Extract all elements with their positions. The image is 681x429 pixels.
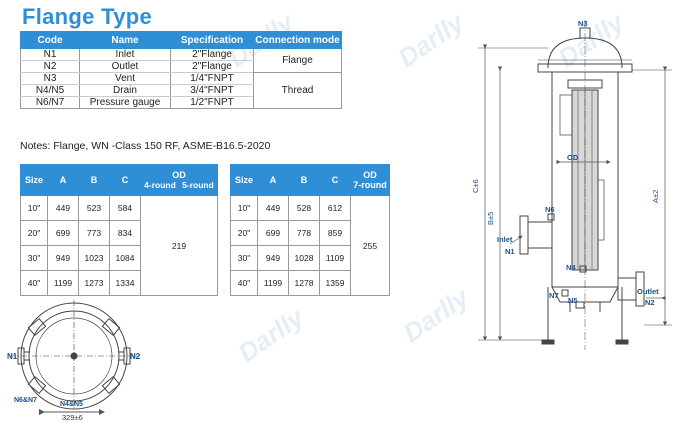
eyebolt (559, 94, 573, 136)
side-label-n7: N7 (549, 291, 559, 300)
inlet-flange (527, 221, 553, 249)
table-row: N1 Inlet 2"Flange Flange (20, 48, 342, 73)
od-label: OD (363, 170, 377, 180)
size-table-header: Size A B C OD 7-round (230, 164, 390, 196)
cell-size: 40" (20, 270, 48, 296)
table-row: N3 Vent 1/4"FNPT Thread (20, 72, 342, 109)
side-view-drawing (478, 20, 672, 350)
od-sub-4round: 4-round (144, 180, 176, 190)
cell-b: 1278 (288, 270, 320, 296)
table-row: N2 Outlet 2"Flange (20, 60, 342, 73)
port-n5 (575, 301, 585, 309)
od-label: OD (172, 170, 186, 180)
cell-size: 10" (20, 195, 48, 221)
table-row: 10" 449 523 584 219 (20, 195, 218, 296)
side-label-a: A±2 (651, 190, 660, 203)
lug (27, 317, 47, 337)
header-b: B (288, 164, 320, 196)
od-sublabels: 4-round 5-round (141, 180, 217, 190)
table-row: 40" 1199 1278 1359 (230, 270, 390, 296)
connection-table-header: Code Name Specification Connection mode (20, 31, 342, 49)
cell-size: 20" (230, 220, 258, 246)
port-n4 (579, 265, 587, 273)
side-label-n4: N4 (566, 263, 576, 272)
table-row: 10" 449 528 612 255 (230, 195, 390, 296)
cell-c: 834 (109, 220, 141, 246)
top-view-drawing (10, 300, 140, 415)
od-sub-7round: 7-round (353, 180, 387, 190)
cell-size: 30" (230, 245, 258, 271)
cell-spec: 3/4"FNPT (170, 84, 254, 97)
side-label-outlet: Outlet (637, 287, 659, 296)
size-table-header: Size A B C OD 4-round 5-round (20, 164, 218, 196)
cell-c: 1334 (109, 270, 141, 296)
inlet-flange-face (519, 215, 529, 255)
page-title: Flange Type (22, 4, 153, 29)
side-label-n5: N5 (568, 296, 578, 305)
cell-od: 219 (140, 195, 218, 296)
cell-b: 528 (288, 195, 320, 221)
lug (101, 375, 121, 395)
side-label-c: C±6 (471, 179, 480, 193)
outlet-flange-face (635, 271, 645, 307)
cell-size: 20" (20, 220, 48, 246)
top-label-n4n5: N4&N5 (60, 401, 83, 408)
top-label-n1: N1 (7, 352, 18, 361)
top-label-n6n7: N6&N7 (14, 397, 37, 404)
top-label-dim: 329±6 (62, 413, 83, 422)
header-a: A (47, 164, 79, 196)
header-od: OD 7-round (350, 164, 390, 196)
table-row: N6/N7 Pressure gauge 1/2"FNPT (20, 96, 342, 109)
cell-mode-thread: Thread (253, 72, 342, 109)
side-label-n6: N6 (545, 205, 555, 214)
cell-spec: 1/2"FNPT (170, 96, 254, 109)
bottom-head (551, 286, 619, 303)
foot (615, 339, 629, 345)
cell-b: 523 (78, 195, 110, 221)
outlet-flange (617, 277, 637, 301)
top-label-n2: N2 (130, 352, 141, 361)
cell-spec: 2"Flange (170, 60, 254, 73)
side-label-b: B±5 (486, 212, 495, 225)
header-size: Size (230, 164, 258, 196)
cell-mode-flange: Flange (253, 48, 342, 73)
header-name: Name (79, 31, 171, 49)
lug (27, 375, 47, 395)
table-row: 20" 699 773 834 (20, 220, 218, 246)
side-label-n2: N2 (645, 298, 655, 307)
cell-od: 255 (350, 195, 390, 296)
header-mode: Connection mode (253, 31, 342, 49)
table-row: N4/N5 Drain 3/4"FNPT (20, 84, 342, 97)
size-table-4-5-round: Size A B C OD 4-round 5-round 10" 449 52… (20, 164, 218, 296)
side-label-n1: N1 (505, 247, 515, 256)
table-row: 30" 949 1023 1084 (20, 245, 218, 271)
cell-size: 40" (230, 270, 258, 296)
cell-a: 699 (257, 220, 289, 246)
header-a: A (257, 164, 289, 196)
size-table-7-round: Size A B C OD 7-round 10" 449 528 612 25… (230, 164, 390, 296)
cell-a: 1199 (257, 270, 289, 296)
header-size: Size (20, 164, 48, 196)
lug (101, 317, 121, 337)
header-od: OD 4-round 5-round (140, 164, 218, 196)
cell-c: 1359 (319, 270, 351, 296)
side-label-n3: N3 (578, 19, 588, 28)
notes-text: Notes: Flange, WN -Class 150 RF, ASME-B1… (20, 140, 271, 152)
header-c: C (109, 164, 141, 196)
cell-b: 773 (78, 220, 110, 246)
table-row: 40" 1199 1273 1334 (20, 270, 218, 296)
port-n7 (561, 289, 569, 297)
foot (541, 339, 555, 345)
header-b: B (78, 164, 110, 196)
port-n6 (547, 213, 555, 221)
side-label-inlet: Inlet (497, 235, 513, 244)
header-spec: Specification (170, 31, 254, 49)
od-sub-5round: 5-round (182, 180, 214, 190)
connection-table: Code Name Specification Connection mode … (20, 31, 342, 109)
header-c: C (319, 164, 351, 196)
side-label-od: OD (567, 153, 579, 162)
cell-b: 1273 (78, 270, 110, 296)
